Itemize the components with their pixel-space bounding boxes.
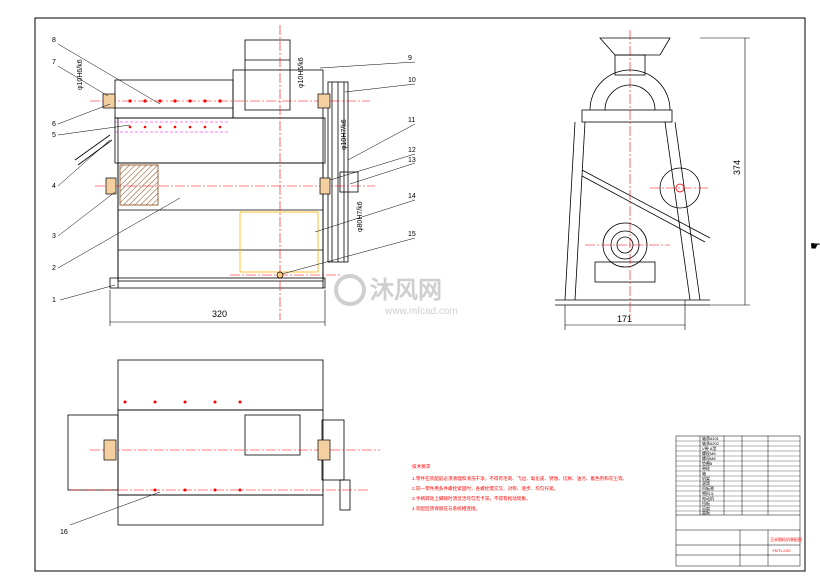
hand-cursor-icon: ☛ xyxy=(810,239,820,253)
callout-11: 11 xyxy=(408,117,415,124)
notes-line-2: 2.同一零件用多件螺栓紧固时，各螺栓需交叉、对称、逐步、均匀拧紧。 xyxy=(412,485,558,492)
bom-row-2: 轴承6202 xyxy=(702,440,720,446)
bom-rows: 轴承6201 轴承6202 V带 A型 螺栓M8 螺母M8 垫圈8 带轮 轴 机… xyxy=(702,435,720,515)
side-dims xyxy=(564,37,750,330)
watermark-url: www.mfcad.com xyxy=(384,306,458,317)
callout-14: 14 xyxy=(408,193,416,200)
callout-16-leader xyxy=(69,491,161,526)
callout-16: 16 xyxy=(60,529,68,536)
bom-row-1: 轴承6201 xyxy=(702,435,720,441)
callout-1: 1 xyxy=(52,297,56,304)
callout-8: 8 xyxy=(52,37,56,44)
drawing-number: YMTLJ-00 xyxy=(772,548,791,553)
callout-15: 15 xyxy=(408,231,416,238)
bom-row-11: 凹板筛 xyxy=(702,485,714,491)
bom-row-15: 风扇 xyxy=(702,505,710,511)
callout-2: 2 xyxy=(52,265,56,272)
front-view xyxy=(74,39,359,289)
bom-row-13: 电动机 xyxy=(702,495,714,501)
fit-label-2: φ10H6/k6 xyxy=(298,57,305,88)
bom-row-8: 轴 xyxy=(702,470,706,476)
notes-line-1: 1.零件在装配前必须清理和清洗干净，不得有毛刺、飞边、氧化皮、锈蚀、切屑、油污、… xyxy=(412,475,627,482)
top-center-lines xyxy=(70,449,380,491)
top-bolts xyxy=(123,400,242,492)
watermark: 沐风网 www.mfcad.com xyxy=(334,274,458,317)
bom-row-lines xyxy=(676,440,800,512)
notes-line-4: 4.装配后须保留在与系统相连接。 xyxy=(412,505,480,512)
callout-13: 13 xyxy=(408,157,416,164)
side-view xyxy=(555,37,711,306)
side-center-lines xyxy=(585,30,710,320)
beater-pins xyxy=(128,99,222,129)
technical-notes: 技术要求 1.零件在装配前必须清理和清洗干净，不得有毛刺、飞边、氧化皮、锈蚀、切… xyxy=(412,463,627,512)
bom-row-10: 滚筒 xyxy=(702,480,710,486)
sheet-border xyxy=(34,17,806,572)
callout-leaders xyxy=(57,43,416,301)
bom-row-5: 螺母M8 xyxy=(702,455,716,461)
bom-row-3: V带 A型 xyxy=(702,445,716,451)
notes-title: 技术要求 xyxy=(412,463,431,470)
callout-4: 4 xyxy=(52,183,56,190)
bom-row-9: 机架 xyxy=(702,475,710,481)
front-hidden-lines xyxy=(115,121,230,133)
fit-label-1: φ10H6/k6 xyxy=(77,59,84,90)
bom-row-14: 挡板 xyxy=(702,500,710,506)
callout-6: 6 xyxy=(52,121,56,128)
bom-row-6: 垫圈8 xyxy=(702,460,713,466)
top-bearings xyxy=(103,439,331,461)
bom-row-12: 喂料斗 xyxy=(702,490,714,496)
callout-3: 3 xyxy=(52,233,56,240)
bom-row-4: 螺栓M8 xyxy=(702,450,716,456)
watermark-text: 沐风网 xyxy=(370,277,442,304)
dim-320-text: 320 xyxy=(212,309,227,319)
callout-numbers: 1 2 3 4 5 6 7 8 9 10 11 12 13 14 15 xyxy=(52,37,416,304)
bearing-icons xyxy=(102,93,331,279)
drawing-name: 玉米脱粒机装配图 xyxy=(770,536,802,542)
notes-line-3: 3.手柄转动上脚踏时须灵活均匀无卡滞，不得有松动现象。 xyxy=(412,495,531,502)
callout-5: 5 xyxy=(52,132,56,139)
dim-374-text: 374 xyxy=(732,160,742,175)
callout-12: 12 xyxy=(408,147,416,154)
callout-7: 7 xyxy=(52,59,56,66)
bom-row-7: 带轮 xyxy=(702,465,710,471)
callout-9: 9 xyxy=(408,55,412,62)
dim-171-text: 171 xyxy=(617,314,632,324)
dim-320 xyxy=(109,290,326,326)
callout-10: 10 xyxy=(408,77,416,84)
watermark-logo-icon xyxy=(334,274,366,306)
bom-row-16: 盖板 xyxy=(702,509,710,515)
fit-label-3: φ10H7/k6 xyxy=(341,119,348,150)
fit-label-4: φ80H7/k6 xyxy=(357,201,364,232)
